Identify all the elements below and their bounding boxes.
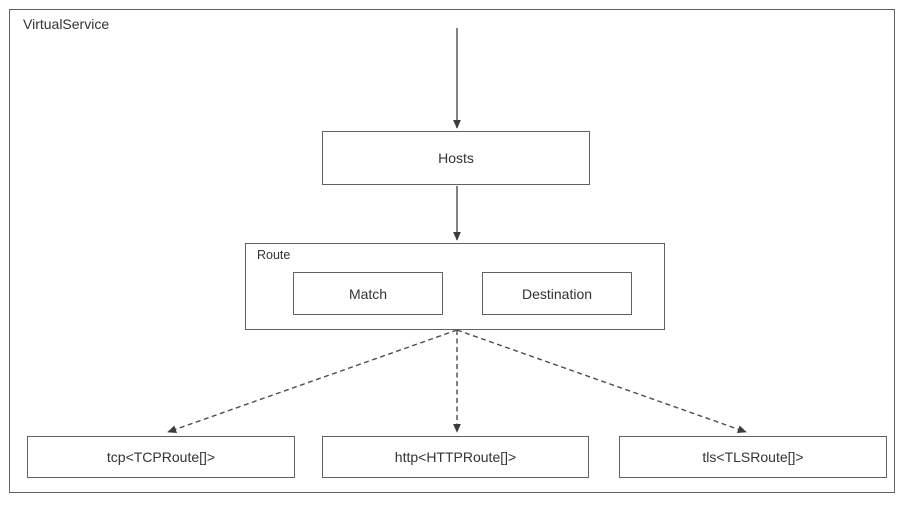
virtualservice-label: VirtualService [23, 16, 110, 32]
tls-route-label: tls<TLSRoute[]> [702, 449, 804, 465]
http-route-label: http<HTTPRoute[]> [394, 449, 517, 465]
route-group-label: Route [257, 248, 291, 262]
virtualservice-container: VirtualService [9, 9, 895, 493]
http-route-node: http<HTTPRoute[]> [322, 436, 589, 478]
tls-route-node: tls<TLSRoute[]> [619, 436, 887, 478]
match-label: Match [348, 285, 388, 302]
match-node: Match [293, 272, 443, 315]
tcp-route-label: tcp<TCPRoute[]> [106, 449, 216, 465]
hosts-label: Hosts [438, 150, 474, 166]
destination-label: Destination [521, 285, 593, 302]
hosts-node: Hosts [322, 131, 590, 185]
tcp-route-node: tcp<TCPRoute[]> [27, 436, 295, 478]
destination-node: Destination [482, 272, 632, 315]
